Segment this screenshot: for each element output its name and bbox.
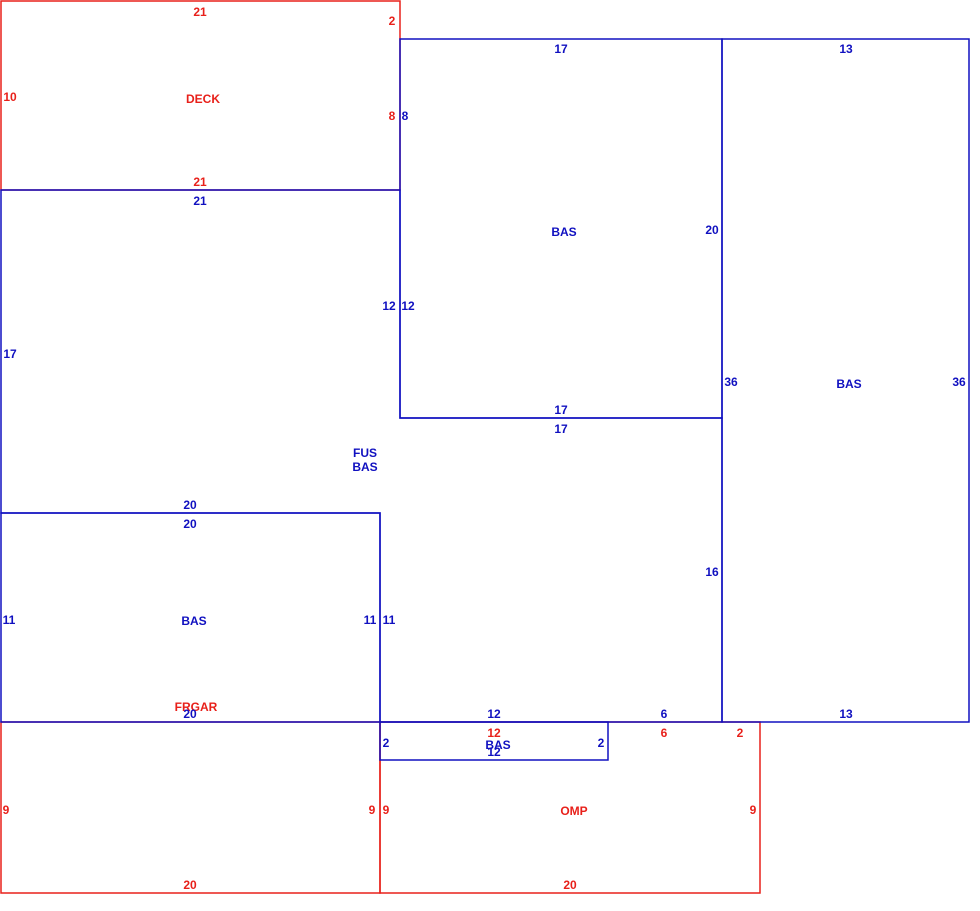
fus-label: FUS [353, 446, 377, 460]
bas-small-label: BAS [485, 738, 510, 752]
dim-frgar-left: 9 [3, 803, 10, 817]
dim-mid-left: 8 [402, 109, 409, 123]
dim-right-bottom: 13 [839, 707, 853, 721]
dim-mid-bottom-b: 17 [554, 422, 568, 436]
dim-ll-top-b: 20 [183, 517, 197, 531]
frgar-label: FRGAR [175, 700, 218, 714]
dim-small-right: 2 [598, 736, 605, 750]
bas-lower-left-outline [0, 512, 381, 723]
dim-deck-right: 8 [389, 109, 396, 123]
bas-lower-left-label: BAS [181, 614, 206, 628]
dim-small-top-red: 12 [487, 726, 501, 740]
dim-ll-right-b: 11 [383, 613, 396, 627]
dim-mid-right: 20 [705, 223, 719, 237]
fus-bas-label: BAS [352, 460, 377, 474]
dim-mid-top: 17 [554, 42, 568, 56]
dim-fus-top: 21 [193, 194, 207, 208]
dim-notch-red: 6 [661, 726, 668, 740]
dim-omp-right-top: 2 [737, 726, 744, 740]
dim-ll-left: 11 [3, 613, 16, 627]
dim-frgar-right: 9 [369, 803, 376, 817]
dim-fus-step-right: 12 [401, 299, 415, 313]
dim-small-left: 2 [383, 736, 390, 750]
dim-small-top-blue: 12 [487, 707, 501, 721]
dim-ll-bottom: 20 [183, 707, 197, 721]
dim-small-bottom: 12 [487, 745, 501, 759]
dim-omp-bottom: 20 [563, 878, 577, 892]
dim-fus-step-left: 12 [382, 299, 396, 313]
dim-mid-bottom-a: 17 [554, 403, 568, 417]
dim-right-right: 36 [952, 375, 966, 389]
deck-label: DECK [186, 92, 220, 106]
bas-upper-mid-label: BAS [551, 225, 576, 239]
omp-label: OMP [560, 804, 587, 818]
bas-right-label: BAS [836, 377, 861, 391]
dim-omp-left: 9 [383, 803, 390, 817]
frgar-outline [0, 721, 381, 894]
dim-deck-bottom: 21 [193, 175, 207, 189]
bas-right-outline [721, 38, 970, 723]
dim-omp-right: 9 [750, 803, 757, 817]
dim-notch-blue: 6 [661, 707, 668, 721]
dim-right-top: 13 [839, 42, 853, 56]
dim-deck-left: 10 [3, 90, 17, 104]
dim-deck-right-top: 2 [389, 14, 396, 28]
dim-fus-left: 17 [3, 347, 17, 361]
dim-fus-right-lower: 16 [705, 565, 719, 579]
dim-frgar-bottom: 20 [183, 878, 197, 892]
dim-ll-top-a: 20 [183, 498, 197, 512]
bas-small-outline [379, 721, 609, 761]
dim-right-left: 36 [724, 375, 738, 389]
dim-ll-right-a: 11 [364, 613, 377, 627]
dim-deck-top: 21 [193, 5, 207, 19]
